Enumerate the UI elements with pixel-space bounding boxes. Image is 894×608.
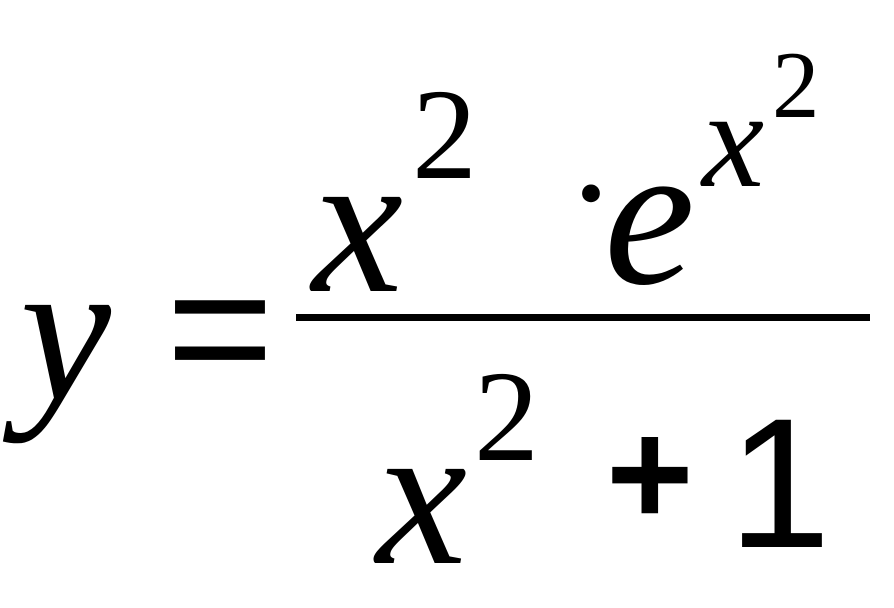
denominator-constant: 1 bbox=[728, 381, 831, 587]
numerator-x: x bbox=[312, 109, 403, 336]
plus-sign: + bbox=[606, 389, 694, 557]
equals-sign: = bbox=[166, 225, 275, 431]
exponent-x: x bbox=[702, 62, 765, 217]
lhs-variable-y: y bbox=[20, 217, 111, 444]
denominator-x-exponent: 2 bbox=[474, 345, 539, 489]
exponent-x-power: 2 bbox=[772, 32, 820, 138]
numerator-x-exponent: 2 bbox=[412, 63, 477, 207]
euler-e: e bbox=[604, 101, 695, 328]
fraction-bar bbox=[296, 314, 870, 321]
denominator-x: x bbox=[376, 381, 467, 608]
multiplication-dot: · bbox=[566, 110, 616, 276]
math-formula: y = x 2 · e x 2 x 2 + 1 bbox=[20, 32, 870, 597]
